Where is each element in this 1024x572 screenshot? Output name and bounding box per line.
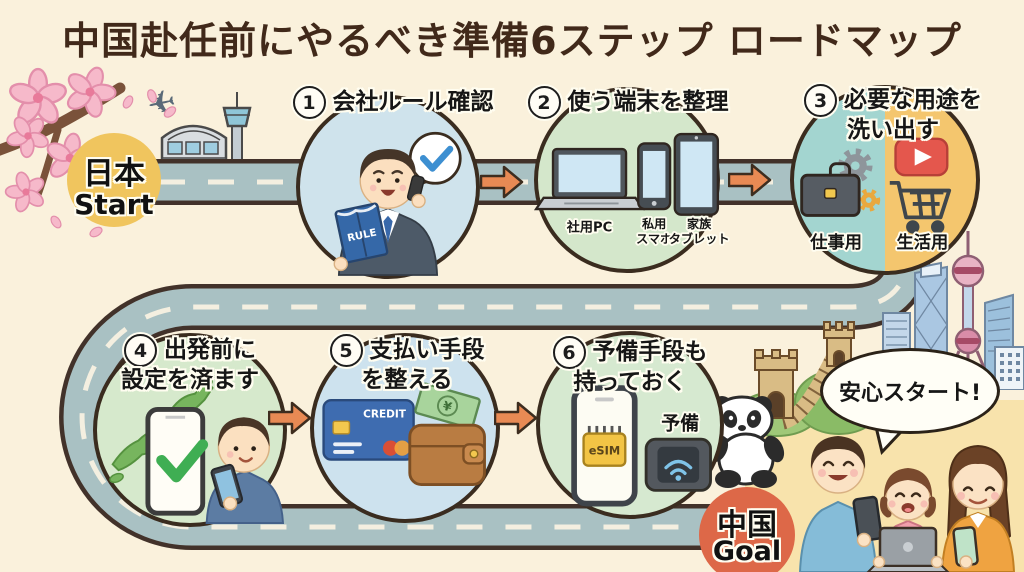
esim-phone-icon: eSIM <box>571 385 638 507</box>
smartphone-icon <box>637 142 672 211</box>
shopping-cart-icon <box>889 180 952 234</box>
step1-circle: RULE <box>296 95 480 279</box>
credit-card-label: CREDIT <box>363 408 407 420</box>
backup-illustration: eSIM 予備 <box>571 385 712 507</box>
arrow-icon-1 <box>480 165 524 199</box>
laptop-family-icon <box>866 526 950 572</box>
step3-title-line2: 洗い出す <box>847 117 939 143</box>
step5-number: 5 <box>329 334 363 367</box>
step4-circle <box>93 333 287 527</box>
checkmark-phone-icon <box>145 406 209 516</box>
step4-title: 4 出発前に 設定を済ます <box>85 334 295 393</box>
arrow-icon-2 <box>728 163 772 197</box>
laptop-icon <box>533 147 646 211</box>
speech-bubble-text: 安心スタート! <box>838 381 982 406</box>
esim-label: eSIM <box>589 443 620 457</box>
step3-title: 3 必要な用途を 洗い出す <box>773 84 1013 143</box>
step6-title-line1: 予備手段も <box>592 339 708 366</box>
step6-circle: eSIM 予備 <box>536 331 724 519</box>
step1-number: 1 <box>292 86 326 119</box>
father-figure <box>798 436 883 572</box>
step6-title: 6 予備手段も 持っておく <box>522 336 738 395</box>
arrow-icon-4 <box>494 401 538 435</box>
step2-title: 2 使う端末を整理 <box>493 86 763 119</box>
goal-label: Goal <box>712 536 782 567</box>
step4-title-line2: 設定を済ます <box>121 367 259 393</box>
device-label-phone-2: スマホ <box>636 232 672 246</box>
step3-number: 3 <box>804 84 837 117</box>
banknote-icon: ¥ <box>414 382 481 430</box>
page-title: 中国赴任前にやるべき準備6ステップ ロードマップ <box>62 19 962 63</box>
step5-title-line1: 支払い手段 <box>369 337 485 364</box>
person-phone-icon <box>205 417 285 524</box>
step6-number: 6 <box>552 336 586 369</box>
device-label-tablet-2: タブレット <box>669 231 730 246</box>
businessman-illustration: RULE <box>333 131 462 276</box>
step1-title-line1: 会社ルール確認 <box>332 89 494 116</box>
step1-title: 1 会社ルール確認 <box>258 86 528 119</box>
step3-title-line1: 必要な用途を <box>844 87 982 114</box>
use-cases-illustration: 仕事用 生活用 <box>800 137 952 255</box>
step2-number: 2 <box>527 86 561 119</box>
step4-title-line1: 出発前に <box>164 337 256 364</box>
payment-illustration: CREDIT ¥ <box>322 382 486 486</box>
tablet-icon <box>673 132 720 216</box>
life-use-label: 生活用 <box>897 232 949 253</box>
step4-number: 4 <box>124 334 157 367</box>
play-button-icon <box>894 137 949 177</box>
wifi-router-icon <box>644 437 712 492</box>
child-figure <box>866 468 950 572</box>
device-label-pc: 社用PC <box>566 219 612 236</box>
step2-circle: 社用PC 私用 スマホ 家族 タブレット <box>533 87 731 273</box>
credit-card-icon: CREDIT <box>322 399 415 461</box>
setup-illustration <box>109 374 285 524</box>
start-label: Start <box>74 188 154 221</box>
wallet-icon <box>408 423 486 486</box>
start-badge <box>67 133 161 227</box>
step6-title-line2: 持っておく <box>573 369 687 395</box>
step2-title-line1: 使う端末を整理 <box>567 89 729 116</box>
device-label-tablet-1: 家族 <box>687 216 712 231</box>
goal-badge <box>699 487 795 572</box>
arrow-icon-3 <box>268 401 312 435</box>
cherry-blossom-icon <box>0 60 179 240</box>
airport-icon: ✈ <box>144 82 252 170</box>
work-use-label: 仕事用 <box>809 232 862 253</box>
rule-book-icon: RULE <box>334 202 389 264</box>
device-label-phone-1: 私用 <box>641 216 666 231</box>
step5-title: 5 支払い手段 を整える <box>300 334 514 393</box>
gear-small-icon <box>857 188 881 212</box>
mother-figure <box>940 444 1016 572</box>
start-place-label: 日本 <box>83 156 145 192</box>
devices-illustration: 社用PC 私用 スマホ 家族 タブレット <box>533 132 731 248</box>
step5-title-line2: を整える <box>361 367 453 393</box>
goal-place-label: 中国 <box>717 508 777 543</box>
family-illustration <box>798 436 1016 572</box>
speech-bubble: 安心スタート! <box>820 348 1000 434</box>
backup-label: 予備 <box>661 412 699 435</box>
briefcase-icon <box>800 162 861 217</box>
